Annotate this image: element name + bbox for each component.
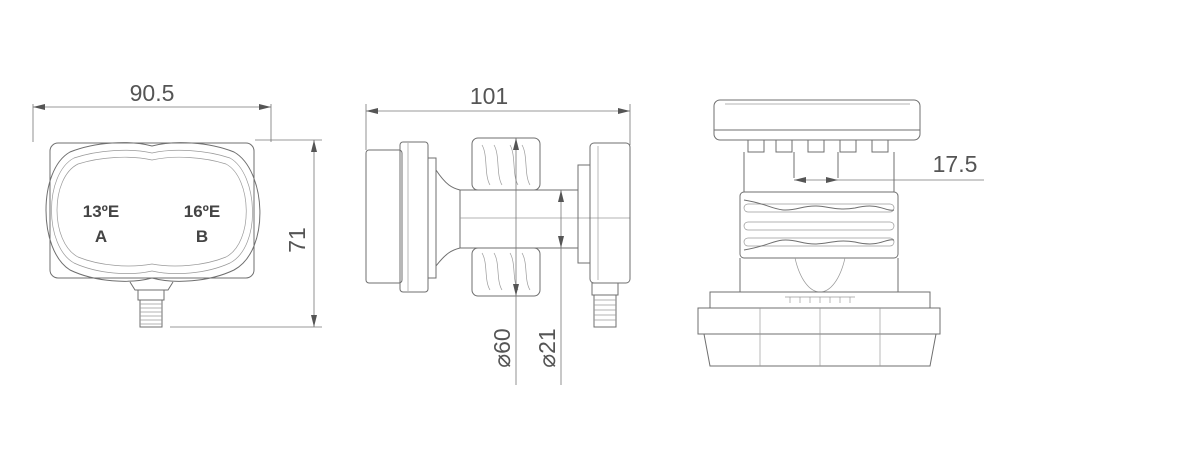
upper-clamp <box>471 137 541 191</box>
dia-outer-text: ⌀60 <box>489 328 515 367</box>
side-connector <box>591 282 619 328</box>
width-side-text: 101 <box>470 83 508 109</box>
lnb-front-body: 13ºE A 16ºE B <box>45 142 261 328</box>
side-right-cap <box>577 142 631 284</box>
side-view: 101 <box>365 83 631 385</box>
height-front-text: 71 <box>284 227 310 253</box>
front-connector <box>139 299 163 328</box>
top-neck <box>743 152 895 192</box>
sat-b-label: B <box>196 227 208 246</box>
top-base-flange <box>709 291 931 309</box>
width-front-text: 90.5 <box>130 80 175 106</box>
diameter-60-dimension: ⌀60 <box>489 138 519 385</box>
dia-inner-text: ⌀21 <box>534 328 560 367</box>
top-lower-housing <box>739 257 899 293</box>
top-view: 17.5 <box>697 99 984 367</box>
depth-top-text: 17.5 <box>933 151 978 177</box>
front-view: 90.5 71 <box>32 80 322 328</box>
top-base <box>697 307 941 367</box>
lower-clamp <box>471 247 541 297</box>
sat-a-label: A <box>95 227 107 246</box>
top-bolts <box>747 139 889 178</box>
sat-b-position: 16ºE <box>184 202 220 221</box>
sat-a-position: 13ºE <box>83 202 119 221</box>
top-clamp-body <box>739 191 899 259</box>
height-dimension: 71 <box>170 139 322 328</box>
side-left-cap <box>365 141 461 293</box>
depth-dimension: 17.5 <box>794 151 984 183</box>
width-dimension: 90.5 <box>32 80 272 142</box>
length-dimension: 101 <box>365 83 631 150</box>
top-cap <box>713 99 921 141</box>
side-shaft <box>459 189 630 249</box>
diameter-21-dimension: ⌀21 <box>534 190 564 385</box>
